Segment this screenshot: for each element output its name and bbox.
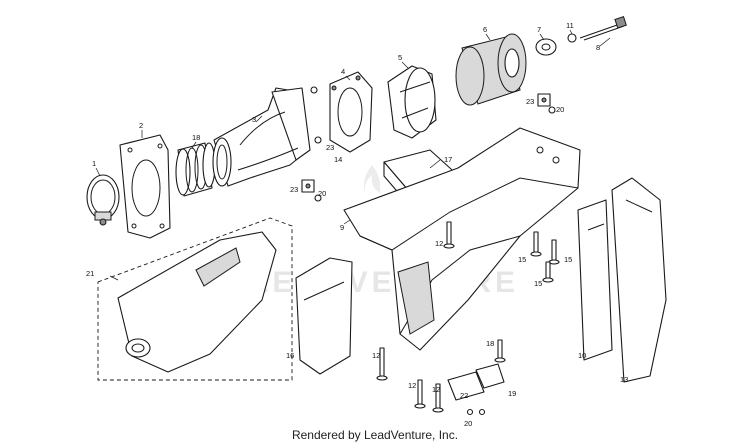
callout-12c: 12 [408,381,416,390]
part-22-plate[interactable] [447,371,485,401]
callout-23c: 23 [326,143,334,152]
callout-13: 13 [620,375,628,384]
part-11-washer[interactable] [567,33,577,43]
part-7-washer[interactable] [535,38,557,56]
callout-6: 6 [483,25,487,34]
callout-12d: 12 [432,385,440,394]
part-6-air-filter[interactable] [455,33,527,106]
callout-12b: 12 [372,351,380,360]
callout-14: 14 [334,155,342,164]
part-3-intake-elbow[interactable] [212,87,311,187]
callout-11: 11 [566,21,574,30]
callout-4: 4 [341,67,345,76]
part-12-bolt[interactable] [443,221,455,249]
callout-15a: 15 [518,255,526,264]
screw-small-icon [466,408,486,416]
callout-2: 2 [139,121,143,130]
part-21-air-duct-assembly[interactable] [97,217,293,381]
part-19-plate[interactable] [475,363,505,389]
part-16-side-panel[interactable] [295,257,353,375]
callout-1: 1 [92,159,96,168]
part-9-main-airbox-frame[interactable] [343,127,581,351]
screw-small-icon [310,86,322,144]
callout-9: 9 [340,223,344,232]
part-18-coupler[interactable] [175,142,216,197]
part-23-bracket-left[interactable] [301,179,315,193]
part-12-bolt[interactable] [376,347,388,381]
part-15-bolt[interactable] [548,239,560,265]
callout-22: 22 [460,391,468,400]
callout-numbers: 1 2 3 4 5 6 7 8 9 10 11 12 12 12 12 13 1… [86,21,628,428]
part-2-gasket[interactable] [119,134,171,239]
callout-12a: 12 [435,239,443,248]
part-18-bolt[interactable] [494,339,506,363]
part-5-airbox-adaptor[interactable] [387,65,437,139]
callout-18-lower: 18 [486,339,494,348]
callout-23a: 23 [290,185,298,194]
callout-20b: 20 [318,189,326,198]
part-1-hose-clamp[interactable] [86,174,120,226]
callout-15b: 15 [564,255,572,264]
callout-23b: 23 [526,97,534,106]
leader-lines [95,29,611,281]
part-15-bolt[interactable] [530,231,542,257]
callout-18: 18 [192,133,200,142]
callout-10: 10 [578,351,586,360]
part-12-bolt[interactable] [432,383,444,413]
callout-17: 17 [444,155,452,164]
callout-7: 7 [537,25,541,34]
footer-caption: Rendered by LeadVenture, Inc. [291,428,459,442]
part-4-mounting-plate[interactable] [329,71,373,153]
screw-small-icon [314,106,556,202]
part-13-outer-panel[interactable] [611,177,667,383]
callout-8: 8 [596,43,600,52]
callout-19: 19 [508,389,516,398]
part-10-inner-panel[interactable] [577,199,613,361]
callout-21: 21 [86,269,94,278]
part-8-long-bolt[interactable] [579,16,627,41]
callout-16: 16 [286,351,294,360]
callout-20c: 20 [464,419,472,428]
callout-5: 5 [398,53,402,62]
callout-20a: 20 [556,105,564,114]
part-23-bracket-right[interactable] [537,93,551,107]
part-15-bolt[interactable] [542,261,554,283]
callout-3: 3 [252,115,256,124]
callout-15c: 15 [534,279,542,288]
part-12-bolt[interactable] [414,379,426,409]
